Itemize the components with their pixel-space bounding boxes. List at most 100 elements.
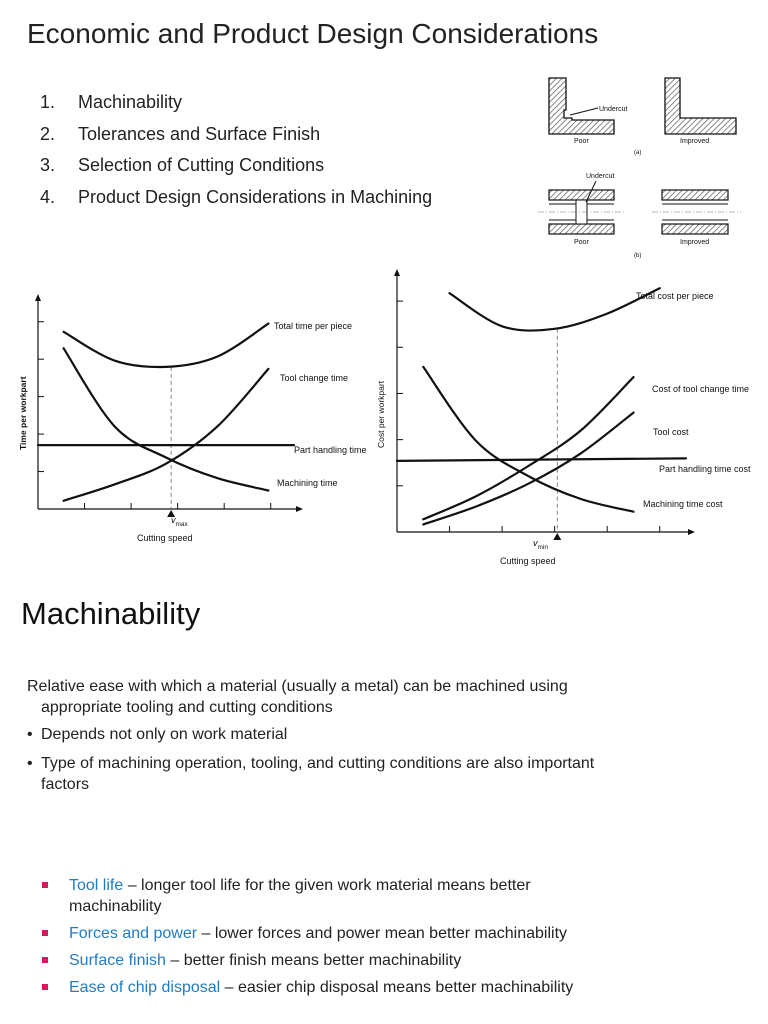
chart2-label-machining-cost: Machining time cost <box>643 499 723 509</box>
square-bullet-icon <box>40 923 69 944</box>
page-title: Economic and Product Design Consideratio… <box>27 18 599 49</box>
criteria-text: – better finish means better machinabili… <box>165 952 462 969</box>
chart2-y-arrow-icon <box>394 269 400 276</box>
machinability-definition: Relative ease with which a material (usu… <box>27 676 727 718</box>
chart1-label-part-handling: Part handling time <box>294 445 367 455</box>
improved-bore-bottom-wall <box>661 223 729 235</box>
part-a-label: (a) <box>634 150 641 156</box>
chart1-x-arrow-icon <box>296 506 303 512</box>
criteria-text: – longer tool life for the given work ma… <box>123 877 531 894</box>
chart2-label-part-handling-cost: Part handling time cost <box>659 464 751 474</box>
part-b-label: (b) <box>634 253 641 259</box>
chart1-ylabel: Time per workpart <box>18 376 28 450</box>
chart1-optimum-marker-icon <box>167 510 176 517</box>
criteria-text: machinability <box>69 898 162 915</box>
criteria-item: Surface finish – better finish means bet… <box>40 950 680 971</box>
criteria-term: Forces and power <box>69 925 198 942</box>
chart2-series-line-3 <box>422 411 635 526</box>
poor-label-a: Poor <box>574 138 589 145</box>
chart1-optimum-main: v <box>171 515 176 525</box>
list-item: • Depends not only on work material <box>27 724 717 745</box>
topic-number: 1. <box>40 92 56 112</box>
chart1-series-line-2 <box>62 367 270 502</box>
chart1-xlabel: Cutting speed <box>137 533 193 543</box>
bullet-dot-icon: • <box>27 726 33 743</box>
chart1-series-line-1 <box>62 322 270 369</box>
topic-text: Selection of Cutting Conditions <box>78 155 325 176</box>
chart1-optimum-sub: max <box>176 521 189 528</box>
chart2-optimum-marker-icon <box>553 533 562 540</box>
chart2-series <box>395 287 688 526</box>
chart1-label-machining: Machining time <box>277 478 338 488</box>
square-bullet-icon <box>40 977 69 998</box>
chart1-series <box>36 322 296 502</box>
topic-text: Tolerances and Surface Finish <box>78 123 321 144</box>
chart2-series-line-4 <box>395 457 688 462</box>
undercut-label-a: Undercut <box>599 106 627 113</box>
chart1-label-total-time: Total time per piece <box>274 321 352 331</box>
chart2-axes <box>394 269 695 540</box>
machinability-factors-list: • Depends not only on work material • Ty… <box>27 724 717 803</box>
definition-line: Relative ease with which a material (usu… <box>27 678 568 695</box>
criteria-term: Surface finish <box>69 952 166 969</box>
criteria-item: Tool life – longer tool life for the giv… <box>40 875 680 917</box>
topic-item: 3. Selection of Cutting Conditions <box>40 155 432 187</box>
improved-bracket-shape <box>664 77 737 135</box>
chart2-series-line-5 <box>422 365 635 513</box>
machinability-criteria-list: Tool life – longer tool life for the giv… <box>40 875 680 1004</box>
chart2-x-arrow-icon <box>688 529 695 535</box>
chart1-optimum-label: vmax <box>171 515 189 528</box>
improved-label-a: Improved <box>680 138 709 145</box>
square-bullet-icon <box>40 875 69 917</box>
criteria-term: Tool life <box>69 877 124 894</box>
chart1-label-tool-change: Tool change time <box>280 373 348 383</box>
chart2-label-tool-cost: Tool cost <box>653 427 689 437</box>
topic-number: 3. <box>40 155 56 176</box>
chart2-label-tool-change-cost: Cost of tool change time <box>652 384 749 394</box>
poor-label-b: Poor <box>574 239 589 246</box>
improved-label-b: Improved <box>680 239 709 246</box>
topic-list: 1. Machinability 2. Tolerances and Surfa… <box>40 92 432 219</box>
topic-item: 4. Product Design Considerations in Mach… <box>40 187 432 219</box>
topic-number: 4. <box>40 187 56 208</box>
chart1-y-arrow-icon <box>35 294 41 301</box>
bullet-dot-icon: • <box>27 755 33 772</box>
criteria-text: – lower forces and power mean better mac… <box>197 925 568 942</box>
chart1-series-line-4 <box>62 347 270 492</box>
chart2-series-line-2 <box>422 376 635 521</box>
chart2-series-line-1 <box>448 287 661 332</box>
chart2-xlabel: Cutting speed <box>500 556 556 566</box>
criteria-item: Forces and power – lower forces and powe… <box>40 923 680 944</box>
list-item: • Type of machining operation, tooling, … <box>27 753 717 795</box>
improved-bore-top-wall <box>661 189 729 201</box>
topic-text: Machinability <box>78 92 183 112</box>
poor-bore-bottom-wall <box>548 223 615 235</box>
chart2-optimum-main: v <box>533 538 538 548</box>
undercut-leader <box>569 107 599 116</box>
list-item-text: factors <box>41 776 90 793</box>
definition-line: appropriate tooling and cutting conditio… <box>41 699 333 716</box>
chart2-label-total-cost: Total cost per piece <box>636 291 714 301</box>
undercut-label-b: Undercut <box>586 173 614 180</box>
topic-text: Product Design Considerations in Machini… <box>78 187 433 208</box>
list-item-text: Depends not only on work material <box>41 726 288 743</box>
list-item-text: Type of machining operation, tooling, an… <box>41 755 595 772</box>
time-per-workpart-chart: Time per workpart Cutting speed vmax Tot… <box>18 294 367 543</box>
chart2-optimum-sub: min <box>538 544 549 551</box>
chart2-optimum-label: vmin <box>533 538 548 551</box>
topic-item: 2. Tolerances and Surface Finish <box>40 124 432 156</box>
criteria-term: Ease of chip disposal <box>69 979 221 996</box>
chart1-axes <box>35 294 303 517</box>
topic-item: 1. Machinability <box>40 92 432 124</box>
undercut-leader-b <box>585 180 597 203</box>
topic-number: 2. <box>40 123 56 144</box>
poor-bracket-shape <box>548 77 615 135</box>
undercut-design-figure: Undercut Poor Improved (a) Undercut Poor… <box>538 77 741 259</box>
chart2-ylabel: Cost per workpart <box>376 380 386 448</box>
poor-bore-top-wall <box>548 189 615 201</box>
cost-per-workpart-chart: Cost per workpart Cutting speed vmin Tot… <box>376 269 751 566</box>
criteria-text: – easier chip disposal means better mach… <box>220 979 574 996</box>
section-title: Machinability <box>21 596 201 631</box>
criteria-item: Ease of chip disposal – easier chip disp… <box>40 977 680 998</box>
square-bullet-icon <box>40 950 69 971</box>
